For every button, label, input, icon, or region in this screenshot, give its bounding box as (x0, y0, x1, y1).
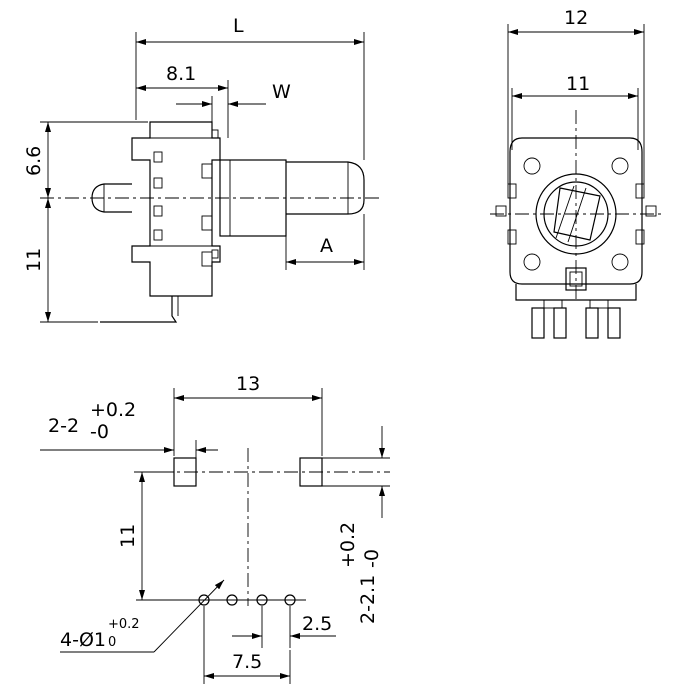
dim-hole-minus: -0 (90, 421, 109, 443)
side-dimensions: L 8.1 W 6.6 11 A (23, 15, 365, 323)
dim-13: 13 (236, 373, 260, 395)
dim-11-footprint: 11 (117, 524, 139, 548)
dim-11-top: 11 (566, 73, 590, 95)
footprint-dimensions: 13 2-2 +0.2 -0 11 2-2.1 +0.2 -0 4-Ø1 +0.… (40, 373, 390, 684)
dim-12: 12 (564, 7, 588, 29)
dim-11-left: 11 (23, 248, 45, 272)
front-dimensions: 12 11 (507, 7, 645, 184)
front-view (490, 110, 664, 339)
dim-A: A (320, 235, 333, 257)
dim-2-5: 2.5 (302, 613, 332, 635)
dim-pad-plus: +0.2 (337, 522, 359, 568)
dim-8-1: 8.1 (166, 63, 196, 85)
dim-pad-main: 2-2.1 (357, 575, 379, 624)
dim-W: W (272, 81, 291, 103)
dim-pin-plus: +0.2 (108, 617, 140, 632)
dim-pad-minus: -0 (361, 549, 383, 568)
dim-hole-plus: +0.2 (90, 399, 136, 421)
dim-6-6: 6.6 (23, 146, 45, 176)
dim-7-5: 7.5 (232, 651, 262, 673)
side-view (40, 121, 380, 323)
dim-hole-main: 2-2 (48, 415, 79, 437)
dim-pin-minus: 0 (108, 635, 116, 650)
dim-pin-main: 4-Ø1 (60, 629, 106, 651)
dim-L: L (233, 15, 244, 37)
